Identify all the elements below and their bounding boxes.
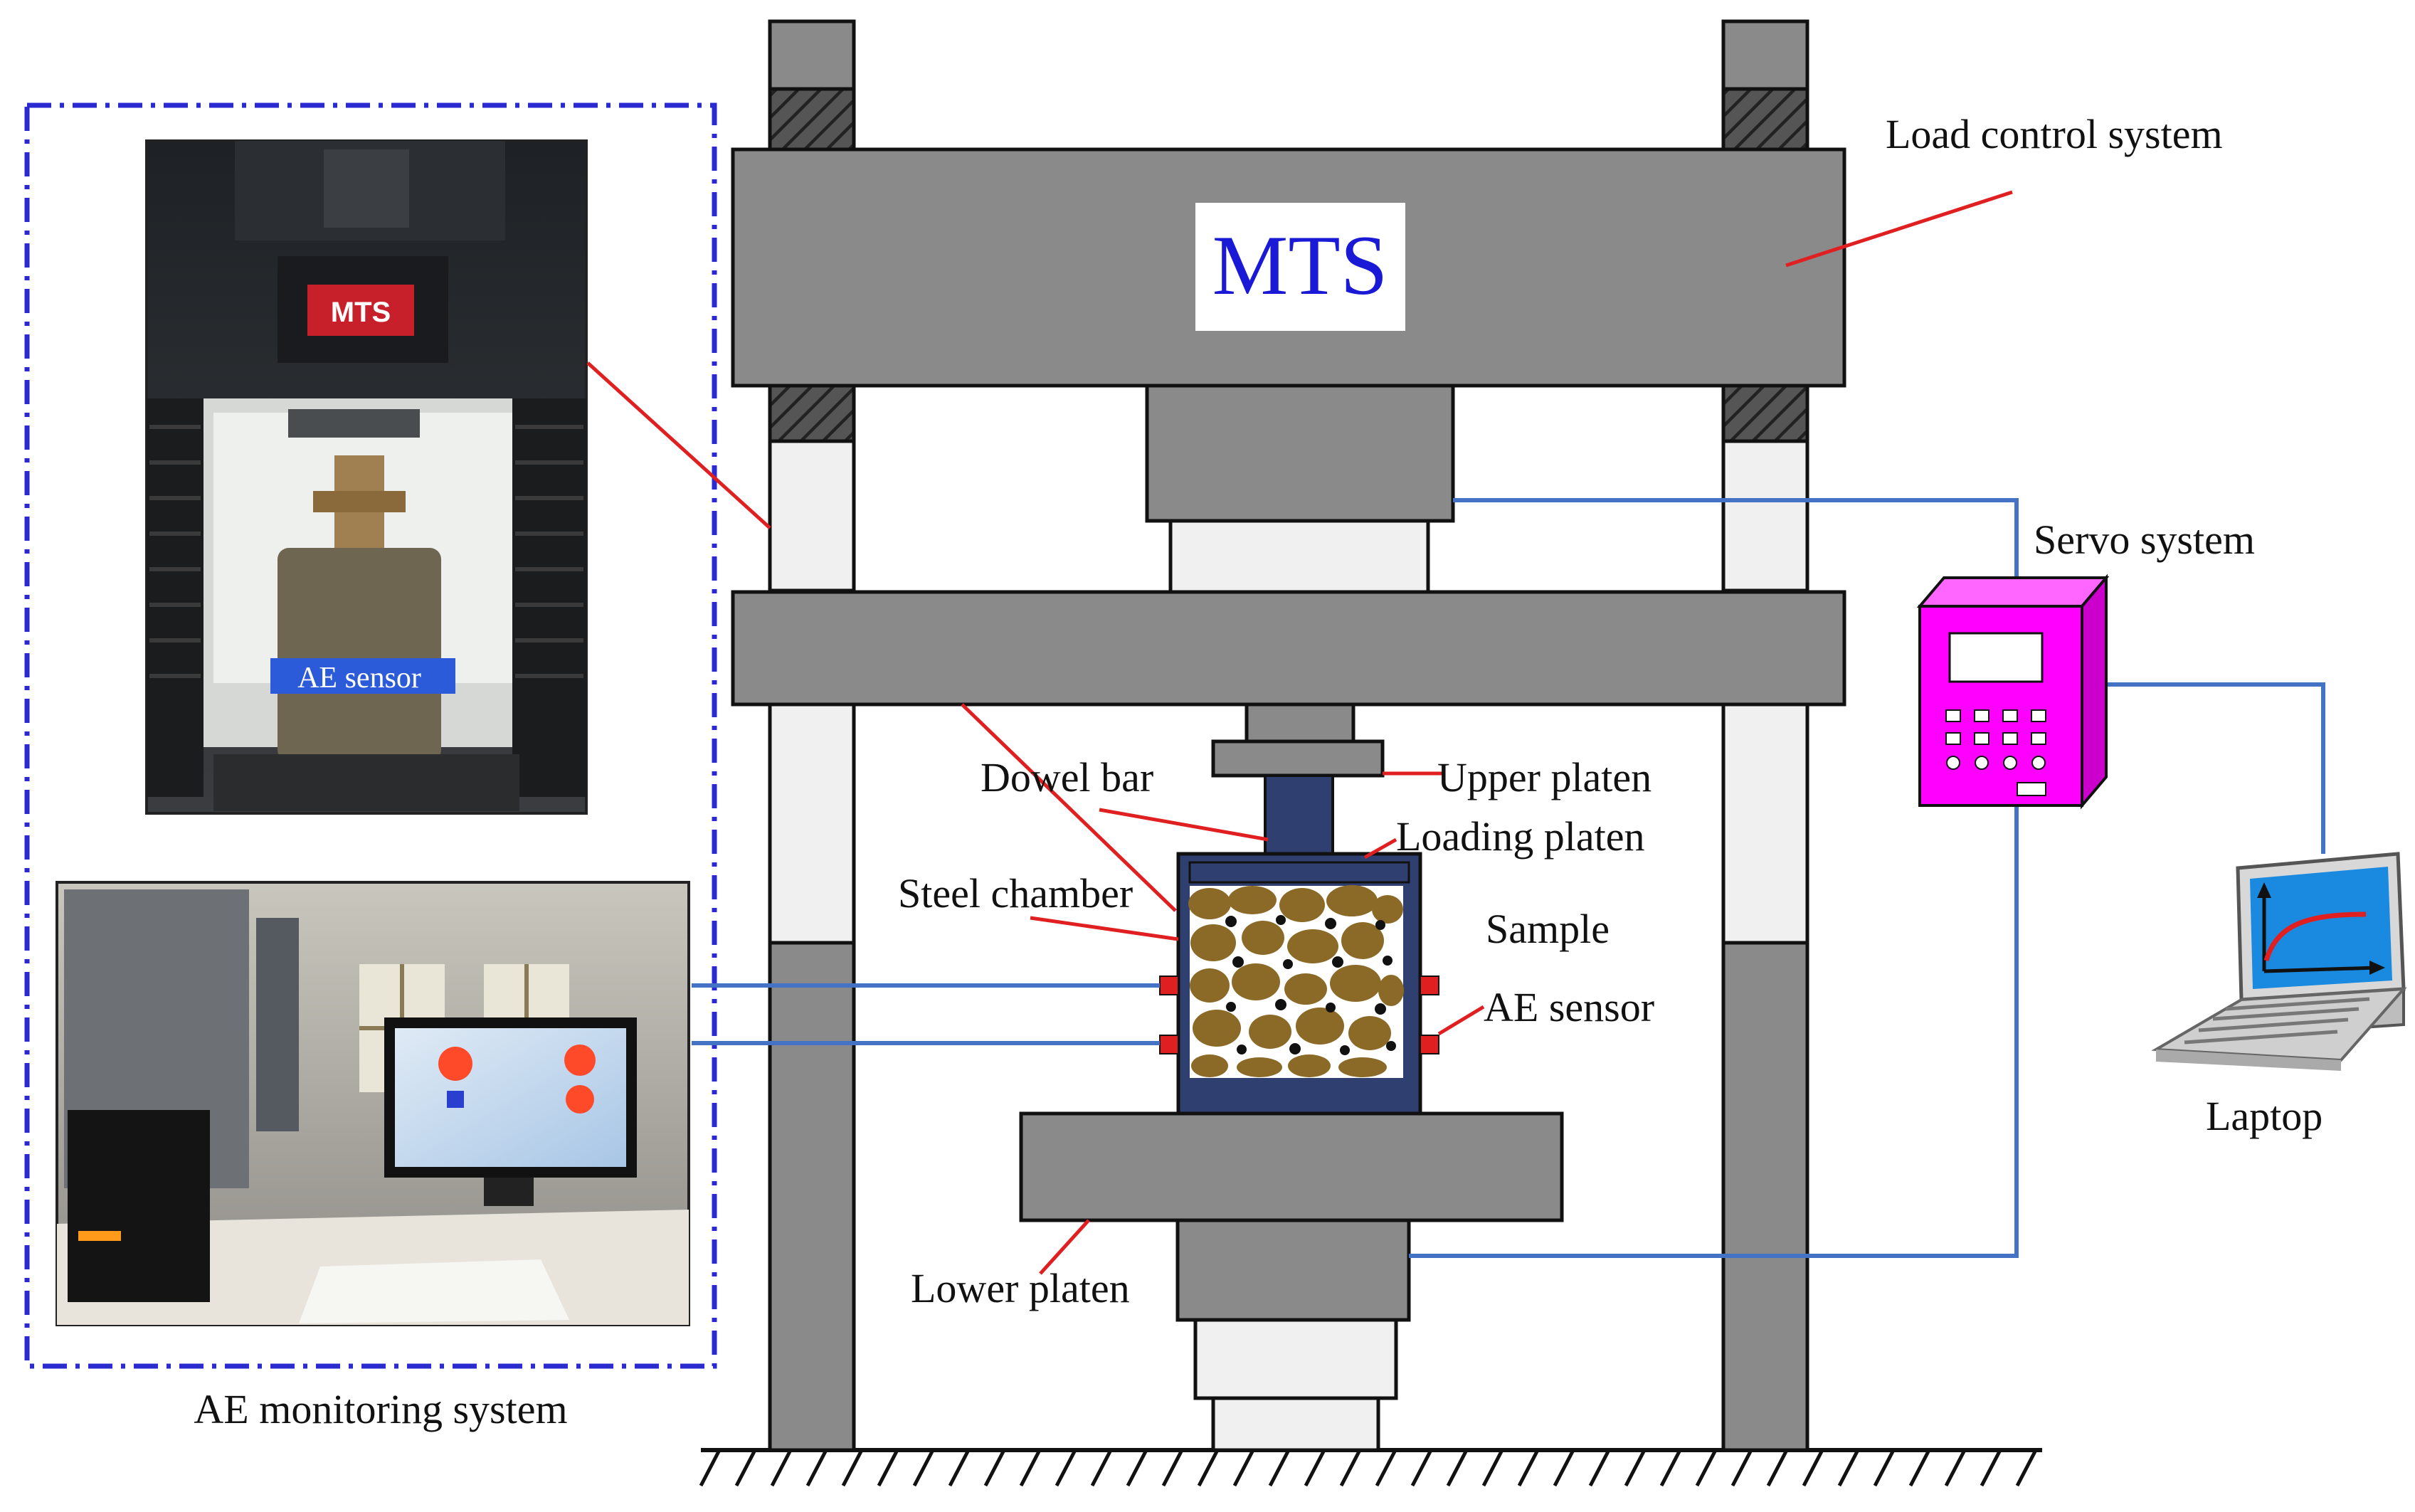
middle-crosshead [731,590,1846,707]
servo-controller-icon [1916,573,2110,810]
dowel-bar [1264,774,1334,855]
brand-plate [1195,203,1405,331]
ae-monitoring-system-label: AE monitoring system [194,1386,567,1432]
left-column [768,19,856,1452]
steel-chamber-label: Steel chamber [898,870,1133,916]
laptop-icon [2151,852,2407,1071]
sample-aggregate [1188,885,1404,1078]
base-pedestal-upper [1193,1318,1398,1400]
mts-machine-photo: MTS AE sensor [145,139,588,815]
leader-lines [586,190,2013,1275]
base-pedestal-lower [1211,1396,1380,1452]
ae-sensor-left-lower [1159,1035,1179,1054]
laptop-label: Laptop [2206,1093,2322,1139]
load-cell [1245,702,1356,744]
right-column [1721,19,1809,1452]
photo-ae-sensor-label: AE sensor [297,662,421,694]
lower-actuator [1175,1218,1411,1322]
curve-plot-icon [2257,882,2385,975]
ae-workstation-photo [56,881,690,1326]
lower-platen-label: Lower platen [911,1265,1130,1311]
ground-hatch [699,1448,2042,1487]
signal-wires [692,498,2325,1258]
lower-platen [1019,1111,1564,1222]
upper-platen-label: Upper platen [1437,754,1652,800]
servo-system-label: Servo system [2034,517,2255,563]
ae-sensor-right-upper [1420,976,1439,995]
actuator-block [1145,384,1455,523]
ae-monitoring-border [24,102,717,1369]
sample-label: Sample [1486,906,1610,952]
ae-sensor-left-upper [1159,976,1179,995]
dowel-bar-label: Dowel bar [981,754,1153,800]
ae-sensor-label: AE sensor [1484,984,1654,1030]
brand-plate-text: MTS [1212,218,1388,312]
load-control-system-label: Load control system [1886,111,2223,157]
actuator-rod [1168,519,1430,594]
ae-sensor-right-lower [1420,1035,1439,1054]
loading-platen-label: Loading platen [1396,813,1645,860]
photo-mts-logo: MTS [331,297,391,328]
upper-platen [1211,739,1385,778]
